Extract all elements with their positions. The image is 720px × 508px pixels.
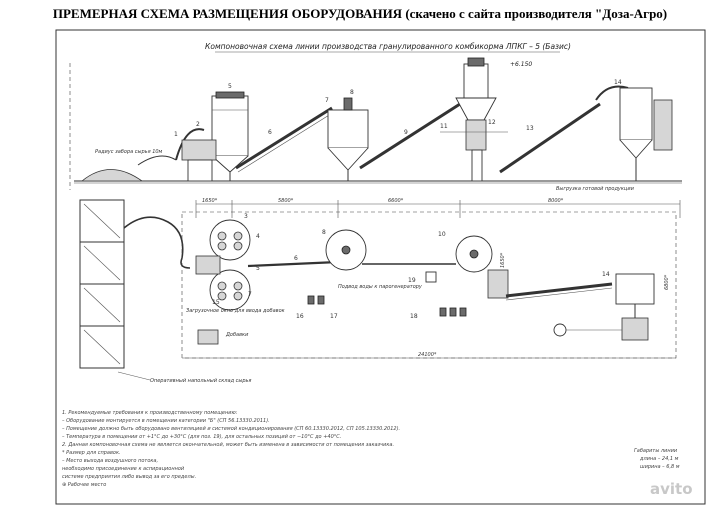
dim-1650v: 1650* xyxy=(500,252,506,268)
dim-6600: 6600* xyxy=(388,198,404,204)
pos-num-p10: 10 xyxy=(438,231,446,238)
raw-material-store xyxy=(79,199,125,369)
sheet-frame xyxy=(55,29,706,505)
intake-radius-label: Радиус забора сырья 10м xyxy=(95,149,163,155)
hatch-label: Загрузочное окно для ввода добавок xyxy=(186,308,285,314)
pos-num-e5: 5 xyxy=(228,83,232,90)
pos-num-e11: 11 xyxy=(440,123,448,130)
product-unload-label: Выгрузка готовой продукции xyxy=(556,186,635,192)
plan-silo-group xyxy=(195,219,251,311)
pos-num-e8: 8 xyxy=(350,89,354,96)
pos-num-e13: 13 xyxy=(526,125,534,132)
raw-material-pile xyxy=(80,169,144,182)
pellet-press-tower xyxy=(440,57,508,182)
pos-num-e14: 14 xyxy=(614,79,622,86)
pos-num-p17: 17 xyxy=(330,313,338,320)
pos-num-e6: 6 xyxy=(268,129,272,136)
note-line-9: ⊕ Рабочее место xyxy=(62,482,106,488)
water-label: Подвод воды к парогенератору xyxy=(338,284,423,290)
pos-num-e9: 9 xyxy=(404,129,408,136)
note-line-5: * Размер для справок. xyxy=(62,450,121,456)
note-line-0: 1. Рекомендуемые требования к производст… xyxy=(62,410,238,416)
plan-small-equipment xyxy=(307,271,467,317)
pos-num-e12: 12 xyxy=(488,119,496,126)
pos-num-p3: 3 xyxy=(244,213,248,220)
pos-num-p8: 8 xyxy=(322,229,326,236)
pos-num-e7: 7 xyxy=(325,97,329,104)
pos-num-p16: 16 xyxy=(296,313,304,320)
note-line-8: системе предприятия либо вывод за его пр… xyxy=(62,474,196,480)
silo-1 xyxy=(211,91,249,181)
pos-num-p7: 7 xyxy=(248,291,252,298)
elevation-position-numbers: 1 2 5 6 7 8 9 11 12 13 14 xyxy=(174,79,622,138)
plan-position-numbers: 3 4 5 6 7 8 10 14 15 16 17 18 19 xyxy=(212,213,610,320)
note-line-4: 2. Данная компоновочная схема не являетс… xyxy=(62,442,394,448)
screw-conveyor-6 xyxy=(235,106,333,170)
gabarity-length: длина – 24,1 м xyxy=(639,456,679,462)
gabarity-title: Габариты линии xyxy=(634,448,678,454)
screw-conveyor-13 xyxy=(499,102,601,174)
hopper-8 xyxy=(327,97,369,181)
dimensions-summary: Габариты линии длина – 24,1 м ширина – 6… xyxy=(634,448,680,470)
pos-num-p4: 4 xyxy=(256,233,260,240)
dim-5800: 5800* xyxy=(278,198,294,204)
pos-num-p15: 15 xyxy=(212,299,220,306)
note-line-3: – Температура в помещении от +1°С до +30… xyxy=(62,434,341,440)
plan-intake-hose xyxy=(123,216,191,269)
mixer-unit xyxy=(181,139,217,161)
pos-num-p14: 14 xyxy=(602,271,610,278)
dim-8000: 8000* xyxy=(548,198,564,204)
plan-dimension-chain: 1650* 5800* 6600* 8000* xyxy=(195,198,681,218)
pos-num-p5: 5 xyxy=(256,265,260,272)
drawing-title: Компоновочная схема линии производства г… xyxy=(205,42,571,51)
notes-block: 1. Рекомендуемые требования к производст… xyxy=(62,410,400,488)
dim-24100: 24100* xyxy=(418,352,437,358)
note-line-2: – Помещение должно быть оборудовано вент… xyxy=(62,426,400,432)
dim-1650: 1650* xyxy=(202,198,218,204)
pos-num-p18: 18 xyxy=(410,313,418,320)
pos-num-e2: 2 xyxy=(196,121,200,128)
note-line-6: – Место выхода воздушного потока, xyxy=(62,458,158,464)
cooler-cyclone xyxy=(595,85,673,181)
store-label: Оперативный напольный склад сырья xyxy=(150,378,251,384)
additives-label: Добавки xyxy=(225,332,249,338)
pos-num-p6: 6 xyxy=(294,255,298,262)
plan-building-outline xyxy=(181,211,677,359)
dim-6800: 6800* xyxy=(664,274,670,290)
plan-conveyor-14 xyxy=(505,282,613,298)
pos-num-e1: 1 xyxy=(174,131,178,138)
screw-conveyor-9 xyxy=(359,102,461,170)
gabarity-width: ширина – 6,8 м xyxy=(640,464,680,470)
avito-watermark: avito xyxy=(650,480,693,498)
note-line-1: – Оборудование монтируется в помещении к… xyxy=(62,418,270,424)
plan-cooler xyxy=(553,273,655,341)
page-heading: ПРЕМЕРНАЯ СХЕМА РАЗМЕЩЕНИЯ ОБОРУДОВАНИЯ … xyxy=(52,6,668,21)
pos-num-p19: 19 xyxy=(408,277,416,284)
elevation-mark: +6.150 xyxy=(510,61,532,68)
note-line-7: необходимо присоединение к аспирационной xyxy=(62,466,185,472)
